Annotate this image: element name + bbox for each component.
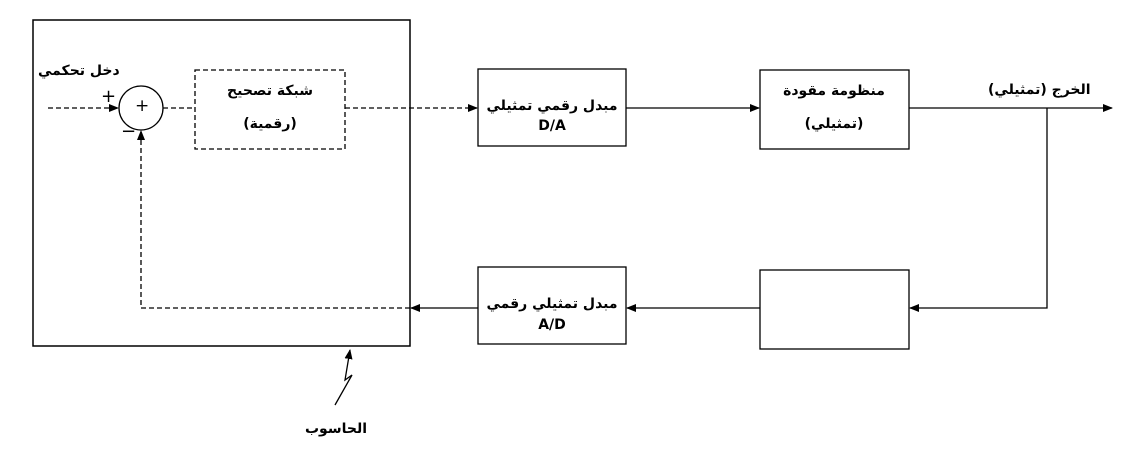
computer-pointer-arrow	[334, 349, 353, 406]
computer-boundary-box	[32, 19, 411, 347]
summing-plus-symbol: +	[135, 96, 150, 116]
correction-network-title: شبكة تصحيح	[227, 83, 313, 99]
adc-subtitle: A/D	[538, 317, 566, 333]
correction-network-block	[194, 69, 346, 150]
dac-title: مبدل رقمي تمثيلي	[486, 98, 618, 114]
plant-subtitle: (تمثيلي)	[804, 116, 864, 132]
plant-block	[759, 69, 910, 150]
feedback-pickoff-line	[909, 108, 1048, 312]
dac-subtitle: D/A	[538, 118, 566, 134]
output-label: الخرج (تمثيلي)	[988, 82, 1091, 98]
correction-network-subtitle: (رقمية)	[243, 116, 297, 132]
computer-label: الحاسوب	[304, 421, 368, 437]
minus-sign-label: −	[121, 121, 137, 142]
control-input-label: دخل تحكمي	[38, 63, 120, 79]
digital-feedback-line	[137, 130, 410, 309]
plus-sign-label: +	[101, 86, 117, 107]
sensor-block	[759, 269, 910, 350]
adc-title: مبدل تمثيلي رقمي	[486, 296, 618, 312]
plant-title: منظومة مقودة	[783, 83, 885, 99]
